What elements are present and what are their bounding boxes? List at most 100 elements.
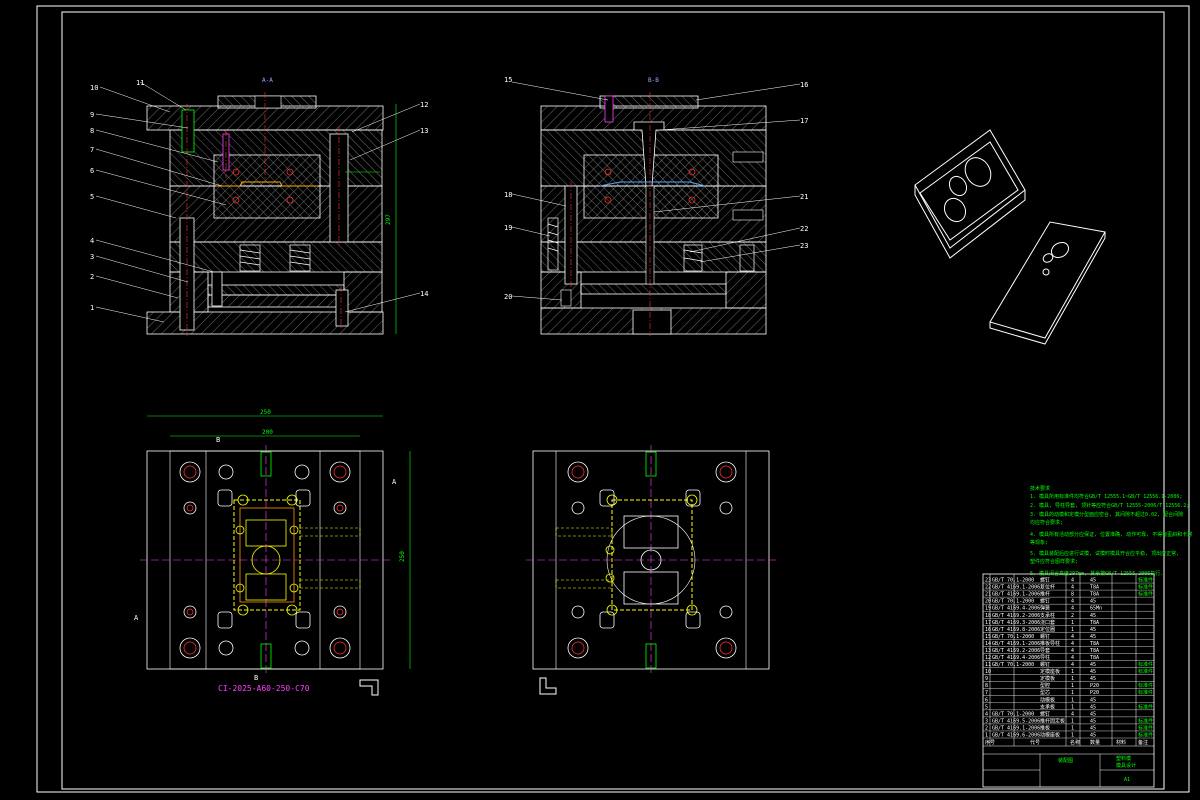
parts-list-cell-note: 标准件 xyxy=(1138,689,1153,696)
callout-8: 8 xyxy=(90,127,94,135)
parts-list-cell-name: 浇口套 xyxy=(1040,619,1055,626)
parts-list-cell-no: 2 xyxy=(985,725,988,731)
callout-10: 10 xyxy=(90,84,98,92)
section-label-left: A-A xyxy=(262,77,273,84)
parts-list-cell-qty: 1 xyxy=(1071,620,1074,626)
parts-list-cell-mat: 65Mn xyxy=(1090,606,1102,612)
parts-list-cell-mat: 45 xyxy=(1090,676,1096,682)
parts-list-cell-qty: 1 xyxy=(1071,733,1074,739)
parts-list-cell-mat: 45 xyxy=(1090,718,1096,724)
parts-list-cell-code: GB/T 4169.1-2006 xyxy=(992,585,1040,591)
parts-list-cell-name: 螺钉 xyxy=(1040,710,1050,717)
parts-list-cell-note: 标准件 xyxy=(1138,591,1153,598)
drawing-name: 装配图 xyxy=(1058,757,1073,764)
svg-text:序号: 序号 xyxy=(985,739,995,746)
callout-11: 11 xyxy=(136,79,144,87)
parts-list-cell-qty: 8 xyxy=(1071,592,1074,598)
parts-list-cell-no: 17 xyxy=(985,620,991,626)
callout-1: 1 xyxy=(90,304,94,312)
tech-notes-heading: 技术要求 xyxy=(1030,485,1050,492)
parts-list-cell-qty: 4 xyxy=(1071,648,1074,654)
parts-list-cell-no: 7 xyxy=(985,690,988,696)
parts-list-cell-no: 6 xyxy=(985,697,988,703)
parts-list-cell-code: GB/T 4169.2-2006 xyxy=(992,613,1040,619)
parts-list-cell-mat: 45 xyxy=(1090,711,1096,717)
parts-list-cell-qty: 4 xyxy=(1071,599,1074,605)
front-view-left: A-A xyxy=(90,77,428,336)
parts-list-cell-no: 9 xyxy=(985,676,988,682)
parts-list-cell-qty: 4 xyxy=(1071,585,1074,591)
parts-list-cell-no: 3 xyxy=(985,718,988,724)
parts-list-cell-no: 13 xyxy=(985,648,991,654)
callout-15: 15 xyxy=(504,76,512,84)
parts-list-cell-note: 标准件 xyxy=(1138,732,1153,739)
parts-list-cell-mat: P20 xyxy=(1090,690,1099,696)
callout-19: 19 xyxy=(504,224,512,232)
parts-list-cell-no: 1 xyxy=(985,733,988,739)
parts-list-cell-mat: T8A xyxy=(1090,585,1099,591)
parts-list-cell-mat: 45 xyxy=(1090,733,1096,739)
parts-list-cell-no: 18 xyxy=(985,613,991,619)
parts-list-cell-code: GB/T 4169.4-2006 xyxy=(992,655,1040,661)
parts-list-cell-no: 10 xyxy=(985,669,991,675)
parts-list-cell-name: 型腔 xyxy=(1040,682,1050,689)
iso-part-top xyxy=(914,129,1026,259)
parts-list-cell-qty: 2 xyxy=(1071,613,1074,619)
parts-list-cell-mat: 45 xyxy=(1090,613,1096,619)
school: 模具设计 xyxy=(1116,762,1136,769)
parts-list-cell-qty: 4 xyxy=(1071,634,1074,640)
plan-view-left: 250 200 250 xyxy=(134,409,411,696)
callout-2: 2 xyxy=(90,273,94,281)
plate-width-dim: 250 xyxy=(260,409,271,416)
parts-list-cell-qty: 4 xyxy=(1071,641,1074,647)
model-code: CI-2025-A60-250-C70 xyxy=(218,684,310,693)
callout-9: 9 xyxy=(90,111,94,119)
tech-note-line: 均应符合要求; xyxy=(1030,519,1063,526)
callout-14: 14 xyxy=(420,290,428,298)
parts-list-cell-no: 22 xyxy=(985,585,991,591)
parts-list-cell-code: GB/T 4169.2-2006 xyxy=(992,648,1040,654)
parts-list-cell-mat: 45 xyxy=(1090,634,1096,640)
parts-list-cell-name: 支承板 xyxy=(1040,703,1055,710)
parts-list-cell-no: 20 xyxy=(985,599,991,605)
parts-list-cell-name: 螺钉 xyxy=(1040,633,1050,640)
overall-height-dim: 297 xyxy=(385,214,392,225)
parts-list-cell-code: GB/T 4169.6-2006 xyxy=(992,733,1040,739)
callout-6: 6 xyxy=(90,167,94,175)
parts-list-cell-name: 支承柱 xyxy=(1040,612,1055,619)
parts-list-cell-code: GB/T 4169.1-2006 xyxy=(992,641,1040,647)
parts-list-cell-no: 23 xyxy=(985,578,991,584)
parts-list-cell-name: 定模板 xyxy=(1040,675,1055,682)
parts-list-cell-mat: 45 xyxy=(1090,662,1096,668)
parts-list-cell-note: 标准件 xyxy=(1138,703,1153,710)
parts-list-cell-note: 标准件 xyxy=(1138,661,1153,668)
tech-note-line: 2. 模具, 导柱导套, 顶针等应符合GB/T 12555-2006/T 125… xyxy=(1030,502,1189,509)
parts-list-cell-code: GB/T 4169.8-2006 xyxy=(992,627,1040,633)
svg-text:数量: 数量 xyxy=(1090,739,1100,746)
parts-list-cell-qty: 1 xyxy=(1071,718,1074,724)
plan-view-right xyxy=(526,445,776,695)
parts-list-cell-name: 推板 xyxy=(1040,724,1050,731)
inner-width-dim: 200 xyxy=(262,429,273,436)
section-mark-a-right: A xyxy=(392,478,397,486)
tech-note-line: 等现象; xyxy=(1030,539,1048,546)
tech-notes: 技术要求 1. 模具所用标准件均符合GB/T 12555.1~GB/T 1255… xyxy=(1030,485,1192,577)
section-label-right: B-B xyxy=(648,77,659,84)
parts-list-cell-qty: 1 xyxy=(1071,676,1074,682)
callout-17: 17 xyxy=(800,117,808,125)
parts-list-cell-code: GB/T 70.1-2000 xyxy=(992,711,1034,717)
callout-5: 5 xyxy=(90,193,94,201)
tech-note-line: 4. 模具所有活动部分应保证, 位置准确, 动作可靠, 不得有歪斜和卡滞 xyxy=(1030,531,1192,538)
parts-list-cell-no: 11 xyxy=(985,662,991,668)
callout-21: 21 xyxy=(800,193,808,201)
outer-border xyxy=(36,5,1190,793)
parts-list-cell-qty: 1 xyxy=(1071,669,1074,675)
tech-note-line: 塑件应符合图样要求; xyxy=(1030,558,1078,565)
title-block-header: 序号 代号 名称 数量 材料 备注 xyxy=(985,739,1148,746)
tech-note-line: 6. 模具闭合高度297mm, 其余按GB/T 12555-2006执行. xyxy=(1030,570,1163,577)
plate-height-dim: 250 xyxy=(399,551,406,562)
parts-list-cell-qty: 1 xyxy=(1071,690,1074,696)
company: 塑料模 xyxy=(1116,755,1131,762)
section-mark-b-top: B xyxy=(216,436,220,444)
